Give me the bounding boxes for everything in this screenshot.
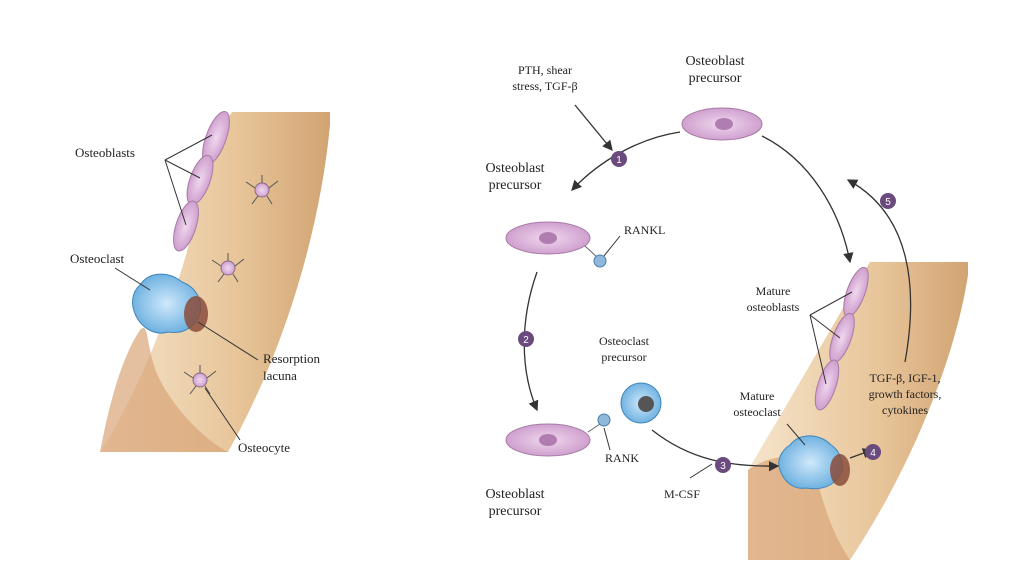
rankl-receptor (597, 413, 611, 427)
rankl-stalk (584, 245, 599, 259)
leader-line (603, 427, 611, 451)
svg-text:2: 2 (523, 335, 529, 346)
leader-line (786, 423, 806, 446)
svg-text:5: 5 (885, 197, 891, 208)
svg-text:3: 3 (720, 461, 726, 472)
rankl-stalk (587, 423, 601, 433)
label-ob-precursor-top-1: Osteoblast (685, 54, 744, 69)
leader-line (809, 291, 853, 385)
label-osteoclast: Osteoclast (70, 251, 125, 266)
osteoclast-cell (132, 273, 202, 334)
label-mature-oc-1: Mature (740, 389, 775, 403)
arrow-top-to-bone (761, 135, 854, 264)
bone-strip-left (100, 112, 330, 452)
label-resorption: Resorption (263, 351, 321, 366)
leader-line (164, 134, 213, 226)
label-factors-1: TGF-β, IGF-1, (869, 371, 940, 385)
step-marker-2: 2 (518, 331, 534, 347)
mature-osteoblast-cell (814, 359, 840, 411)
bone-marrow-left (100, 328, 228, 452)
label-rankl: RANKL (624, 223, 665, 237)
label-mature-oc-2: osteoclast (733, 405, 781, 419)
label-osteoblasts: Osteoblasts (75, 145, 135, 160)
arrow-step-5 (846, 179, 912, 363)
resorption-pit (184, 296, 208, 332)
label-osteocyte: Osteocyte (238, 440, 290, 455)
leader-line (197, 321, 259, 361)
svg-text:4: 4 (870, 448, 876, 459)
leader-line (689, 463, 713, 479)
osteocyte-cell (211, 253, 245, 283)
label-oc-precursor-2: precursor (601, 350, 646, 364)
cell-nucleus (638, 396, 654, 412)
leader-line (603, 235, 621, 257)
label-mature-ob-1: Mature (756, 284, 791, 298)
cell-nucleus (539, 232, 557, 244)
label-ob-precursor-bottom-1: Osteoblast (485, 487, 544, 502)
resorption-pit (830, 454, 850, 486)
bone-marrow-right (748, 456, 850, 560)
cell-nucleus (715, 118, 733, 130)
osteocyte-cell (245, 175, 279, 205)
label-oc-precursor-1: Osteoclast (599, 334, 650, 348)
osteocyte-cell (183, 365, 217, 395)
label-lacuna: lacuna (263, 368, 297, 383)
step-marker-3: 3 (715, 457, 731, 473)
label-ob-precursor-mid-2: precursor (489, 178, 542, 193)
step-marker-5: 5 (880, 193, 896, 209)
leader-line (114, 267, 151, 291)
label-ob-precursor-top-2: precursor (689, 71, 742, 86)
label-stimuli-line-2: stress, TGF-β (512, 79, 577, 93)
arrow-step-3 (651, 429, 780, 472)
right-panel: 1 2 3 4 5 PTH, shear stress, TGF-β Osteo… (485, 54, 968, 560)
label-factors-2: growth factors, (869, 387, 942, 401)
arrow-stimuli (574, 104, 613, 152)
left-panel: Osteoblasts Osteoclast Resorption lacuna… (70, 110, 330, 455)
label-ob-precursor-mid-1: Osteoblast (485, 161, 544, 176)
leader-line (204, 387, 241, 441)
step-marker-4: 4 (865, 444, 881, 460)
label-rank: RANK (605, 451, 639, 465)
rankl-receptor (593, 254, 607, 268)
osteoblast-cell (173, 200, 199, 252)
label-mature-ob-2: osteoblasts (747, 300, 800, 314)
step-marker-1: 1 (611, 151, 627, 167)
label-mcsf: M-CSF (664, 487, 700, 501)
label-factors-3: cytokines (882, 403, 928, 417)
cell-nucleus (539, 434, 557, 446)
label-stimuli-line-1: PTH, shear (518, 63, 572, 77)
label-ob-precursor-bottom-2: precursor (489, 504, 542, 519)
svg-text:1: 1 (616, 155, 622, 166)
